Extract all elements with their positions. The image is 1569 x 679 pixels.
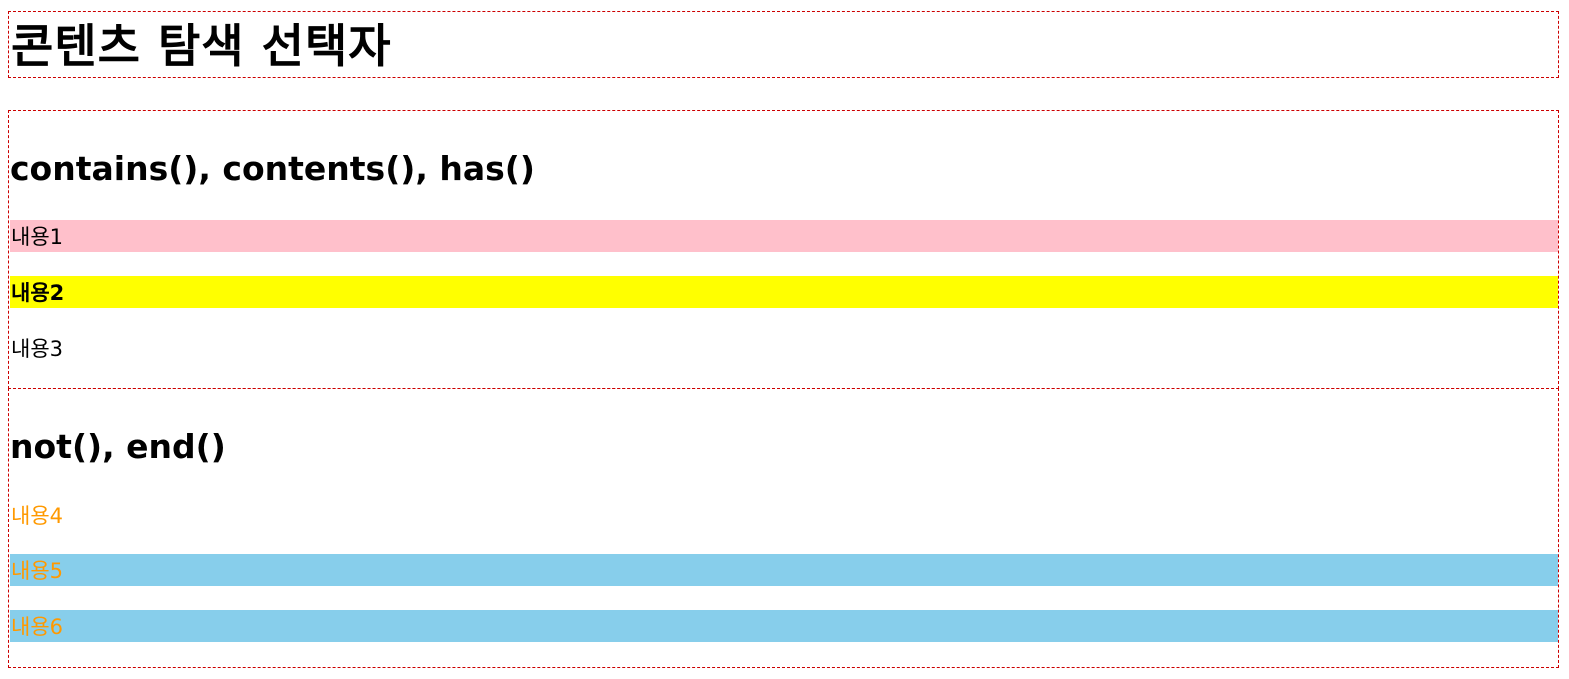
section-a-title: contains(), contents(), has() xyxy=(10,149,535,188)
section-not-end: not(), end() 내용4 내용5 내용6 xyxy=(8,388,1559,668)
content-item-6: 내용6 xyxy=(10,610,1558,642)
content-item-1: 내용1 xyxy=(10,220,1558,252)
page-header-box: 콘텐츠 탐색 선택자 xyxy=(8,11,1559,78)
content-item-2: 내용2 xyxy=(10,276,1558,308)
page-title: 콘텐츠 탐색 선택자 xyxy=(11,19,392,73)
content-item-5: 내용5 xyxy=(10,554,1558,586)
section-b-title: not(), end() xyxy=(10,427,226,466)
content-item-4: 내용4 xyxy=(11,504,64,528)
content-item-3: 내용3 xyxy=(11,337,64,361)
section-contains-contents-has: contains(), contents(), has() 내용1 내용2 내용… xyxy=(8,110,1559,389)
